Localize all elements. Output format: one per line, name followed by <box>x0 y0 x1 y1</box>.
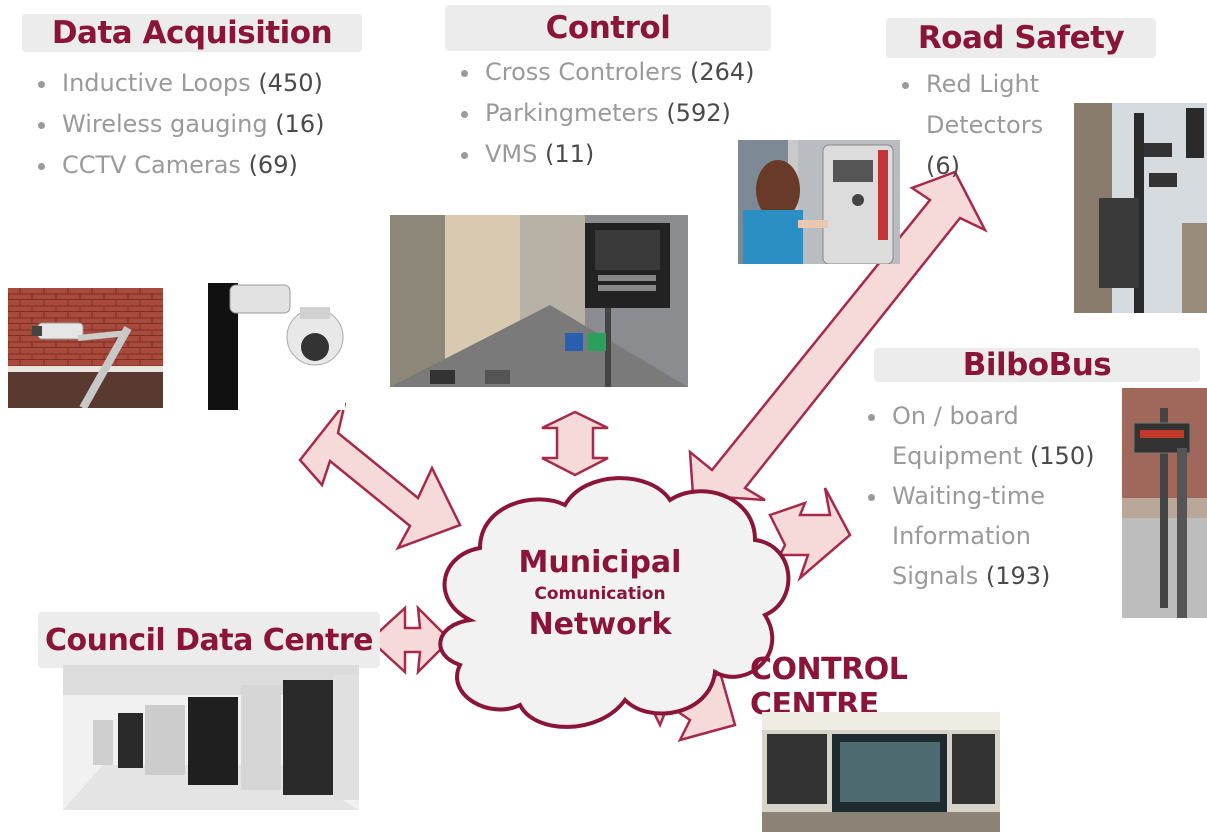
list-item-continuation: Information <box>892 522 1031 550</box>
bus-stop-sign-photo <box>1122 388 1207 618</box>
dome-camera-icon <box>208 283 344 410</box>
data-acquisition-header: Data Acquisition <box>22 14 362 52</box>
control-header: Control <box>445 5 771 51</box>
list-item: CCTV Cameras (69) <box>32 145 324 186</box>
list-item-continuation: (6) <box>926 152 960 180</box>
list-item: Parkingmeters (592) <box>455 93 755 134</box>
council-data-centre-title: Council Data Centre <box>44 622 374 658</box>
video-wall-icon <box>762 712 1000 832</box>
arrow-data-acquisition <box>298 402 462 551</box>
list-item: VMS (11) <box>455 134 755 175</box>
control-list: Cross Controlers (264) Parkingmeters (59… <box>455 52 755 175</box>
list-item-continuation: Detectors <box>926 111 1044 139</box>
bilbobus-title: BilboBus <box>962 347 1112 383</box>
street-scene-icon <box>390 215 688 387</box>
server-room-photo <box>63 665 359 810</box>
road-safety-list: Red Light Detectors (6) <box>896 64 1043 187</box>
data-acquisition-list: Inductive Loops (450) Wireless gauging (… <box>32 63 324 186</box>
parking-meter-icon <box>738 140 900 264</box>
arrow-control <box>541 410 609 477</box>
cloud-line-1: Municipal <box>518 545 682 580</box>
arrow-bilbobus <box>768 487 852 582</box>
road-safety-title: Road Safety <box>917 20 1125 56</box>
list-item: On / board <box>862 396 1094 436</box>
list-item-continuation: Signals (193) <box>892 562 1051 590</box>
list-item: Wireless gauging (16) <box>32 104 324 145</box>
list-item: Waiting-time <box>862 476 1094 516</box>
red-light-detector-photo <box>1074 103 1207 313</box>
arrow-council-data-centre <box>368 604 452 676</box>
bus-info-sign-icon <box>1122 388 1207 618</box>
street-vms-photo <box>390 215 688 387</box>
arrow-road-safety <box>688 170 988 502</box>
bilbobus-header: BilboBus <box>874 347 1200 383</box>
cloud-line-2: Comunication <box>534 584 666 604</box>
dome-camera-photo <box>200 275 345 410</box>
list-item: Inductive Loops (450) <box>32 63 324 104</box>
control-centre-header: CONTROL CENTRE <box>750 652 1032 722</box>
council-data-centre-header: Council Data Centre <box>38 612 380 668</box>
road-safety-header: Road Safety <box>886 18 1156 58</box>
server-racks-icon <box>63 665 359 810</box>
traffic-camera-pole-icon <box>1074 103 1207 313</box>
list-item: Cross Controlers (264) <box>455 52 755 93</box>
bilbobus-list: On / board Equipment (150) Waiting-time … <box>862 396 1094 596</box>
list-item: Red Light <box>896 64 1043 105</box>
wall-cctv-camera-photo <box>8 288 163 408</box>
parking-meter-photo <box>738 140 900 264</box>
cloud-line-3: Network <box>528 607 672 642</box>
municipal-network-cloud <box>438 476 791 729</box>
data-acquisition-title: Data Acquisition <box>51 15 333 51</box>
control-centre-photo <box>762 712 1000 832</box>
control-title: Control <box>545 10 671 46</box>
list-item-continuation: Equipment (150) <box>892 442 1095 470</box>
cloud-label: Municipal Comunication Network <box>500 545 700 643</box>
cctv-camera-icon <box>8 288 163 408</box>
